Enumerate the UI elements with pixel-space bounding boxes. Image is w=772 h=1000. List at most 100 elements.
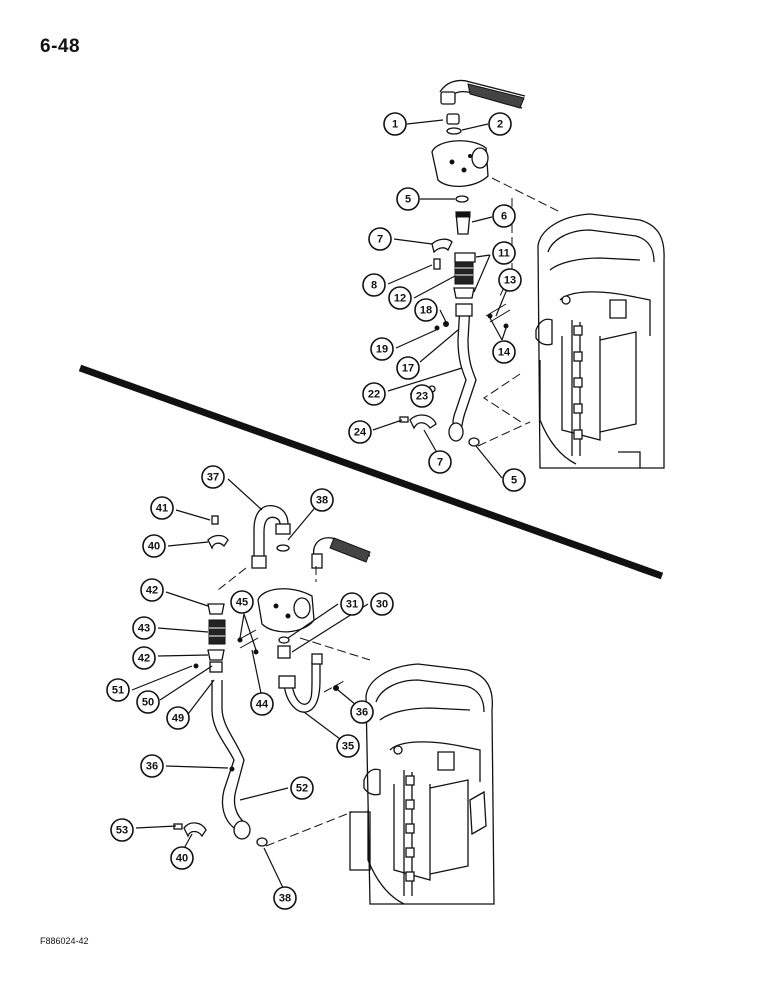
callout-circle — [310, 488, 334, 512]
callout-number: 1 — [392, 119, 398, 131]
callout-circle — [106, 678, 130, 702]
callout-circle — [170, 846, 194, 870]
callout-circle — [132, 646, 156, 670]
callout-circle — [273, 886, 297, 910]
callout-circle — [140, 754, 164, 778]
callout-2: 2 — [488, 112, 512, 136]
callout-number: 24 — [354, 427, 367, 439]
callout-14: 14 — [492, 340, 516, 364]
callout-number: 7 — [437, 457, 443, 469]
upper-assembly — [399, 79, 665, 469]
callout-7: 7 — [428, 450, 452, 474]
callout-number: 45 — [236, 597, 248, 609]
callout-circle — [140, 578, 164, 602]
callout-number: 37 — [207, 472, 219, 484]
callout-43: 43 — [132, 616, 156, 640]
callout-number: 52 — [296, 783, 308, 795]
callout-number: 43 — [138, 623, 150, 635]
callout-number: 40 — [148, 541, 160, 553]
callout-number: 30 — [376, 599, 388, 611]
callout-circle — [410, 384, 434, 408]
callout-number: 38 — [279, 893, 291, 905]
callout-number: 31 — [346, 599, 358, 611]
callout-circle — [350, 700, 374, 724]
callout-circle — [383, 112, 407, 136]
callout-circle — [142, 534, 166, 558]
callout-7: 7 — [368, 227, 392, 251]
callout-number: 17 — [402, 363, 414, 375]
callout-12: 12 — [388, 286, 412, 310]
callout-38: 38 — [310, 488, 334, 512]
callout-number: 18 — [420, 305, 432, 317]
lower-assembly — [173, 504, 495, 905]
callout-circle — [396, 187, 420, 211]
callout-number: 14 — [498, 347, 511, 359]
callout-circle — [250, 692, 274, 716]
callout-44: 44 — [250, 692, 274, 716]
callout-5: 5 — [502, 468, 526, 492]
callout-number: 49 — [172, 713, 184, 725]
callout-45: 45 — [230, 590, 254, 614]
callout-circle — [362, 382, 386, 406]
callout-number: 44 — [256, 699, 269, 711]
callout-13: 13 — [498, 268, 522, 292]
figure-code: F886024-42 — [40, 936, 89, 946]
callout-18: 18 — [414, 298, 438, 322]
callout-number: 5 — [405, 194, 411, 206]
callout-40: 40 — [142, 534, 166, 558]
callout-number: 7 — [377, 234, 383, 246]
section-divider — [78, 364, 664, 580]
callout-number: 51 — [112, 685, 124, 697]
callout-31: 31 — [340, 592, 364, 616]
callout-number: 42 — [146, 585, 158, 597]
callout-42: 42 — [140, 578, 164, 602]
callout-number: 23 — [416, 391, 428, 403]
callout-number: 38 — [316, 495, 328, 507]
callout-circle — [166, 706, 190, 730]
callout-circle — [492, 204, 516, 228]
callout-41: 41 — [150, 496, 174, 520]
callout-circle — [370, 337, 394, 361]
callout-circle — [110, 818, 134, 842]
callout-24: 24 — [348, 420, 372, 444]
callout-circle — [502, 468, 526, 492]
callout-51: 51 — [106, 678, 130, 702]
callout-36: 36 — [140, 754, 164, 778]
callout-circle — [492, 241, 516, 265]
callout-circle — [414, 298, 438, 322]
callout-circle — [336, 734, 360, 758]
callout-number: 12 — [394, 293, 406, 305]
callout-6: 6 — [492, 204, 516, 228]
callout-number: 6 — [501, 211, 507, 223]
callout-circle — [150, 496, 174, 520]
callout-circle — [201, 465, 225, 489]
callout-number: 13 — [504, 275, 516, 287]
callout-number: 5 — [511, 475, 517, 487]
callout-number: 41 — [156, 503, 168, 515]
callout-42: 42 — [132, 646, 156, 670]
callout-38: 38 — [273, 886, 297, 910]
callout-number: 40 — [176, 853, 188, 865]
callout-circle — [362, 273, 386, 297]
callout-49: 49 — [166, 706, 190, 730]
callout-50: 50 — [136, 690, 160, 714]
callout-circle — [488, 112, 512, 136]
callout-52: 52 — [290, 776, 314, 800]
callout-circle — [290, 776, 314, 800]
callout-number: 19 — [376, 344, 388, 356]
callout-circle — [136, 690, 160, 714]
callout-number: 11 — [498, 248, 510, 260]
callout-17: 17 — [396, 356, 420, 380]
callout-number: 8 — [371, 280, 377, 292]
callout-22: 22 — [362, 382, 386, 406]
callout-circle — [348, 420, 372, 444]
callout-circle — [368, 227, 392, 251]
callout-number: 36 — [146, 761, 158, 773]
callout-number: 22 — [368, 389, 380, 401]
callout-number: 2 — [497, 119, 503, 131]
callout-11: 11 — [492, 241, 516, 265]
callout-circle — [492, 340, 516, 364]
